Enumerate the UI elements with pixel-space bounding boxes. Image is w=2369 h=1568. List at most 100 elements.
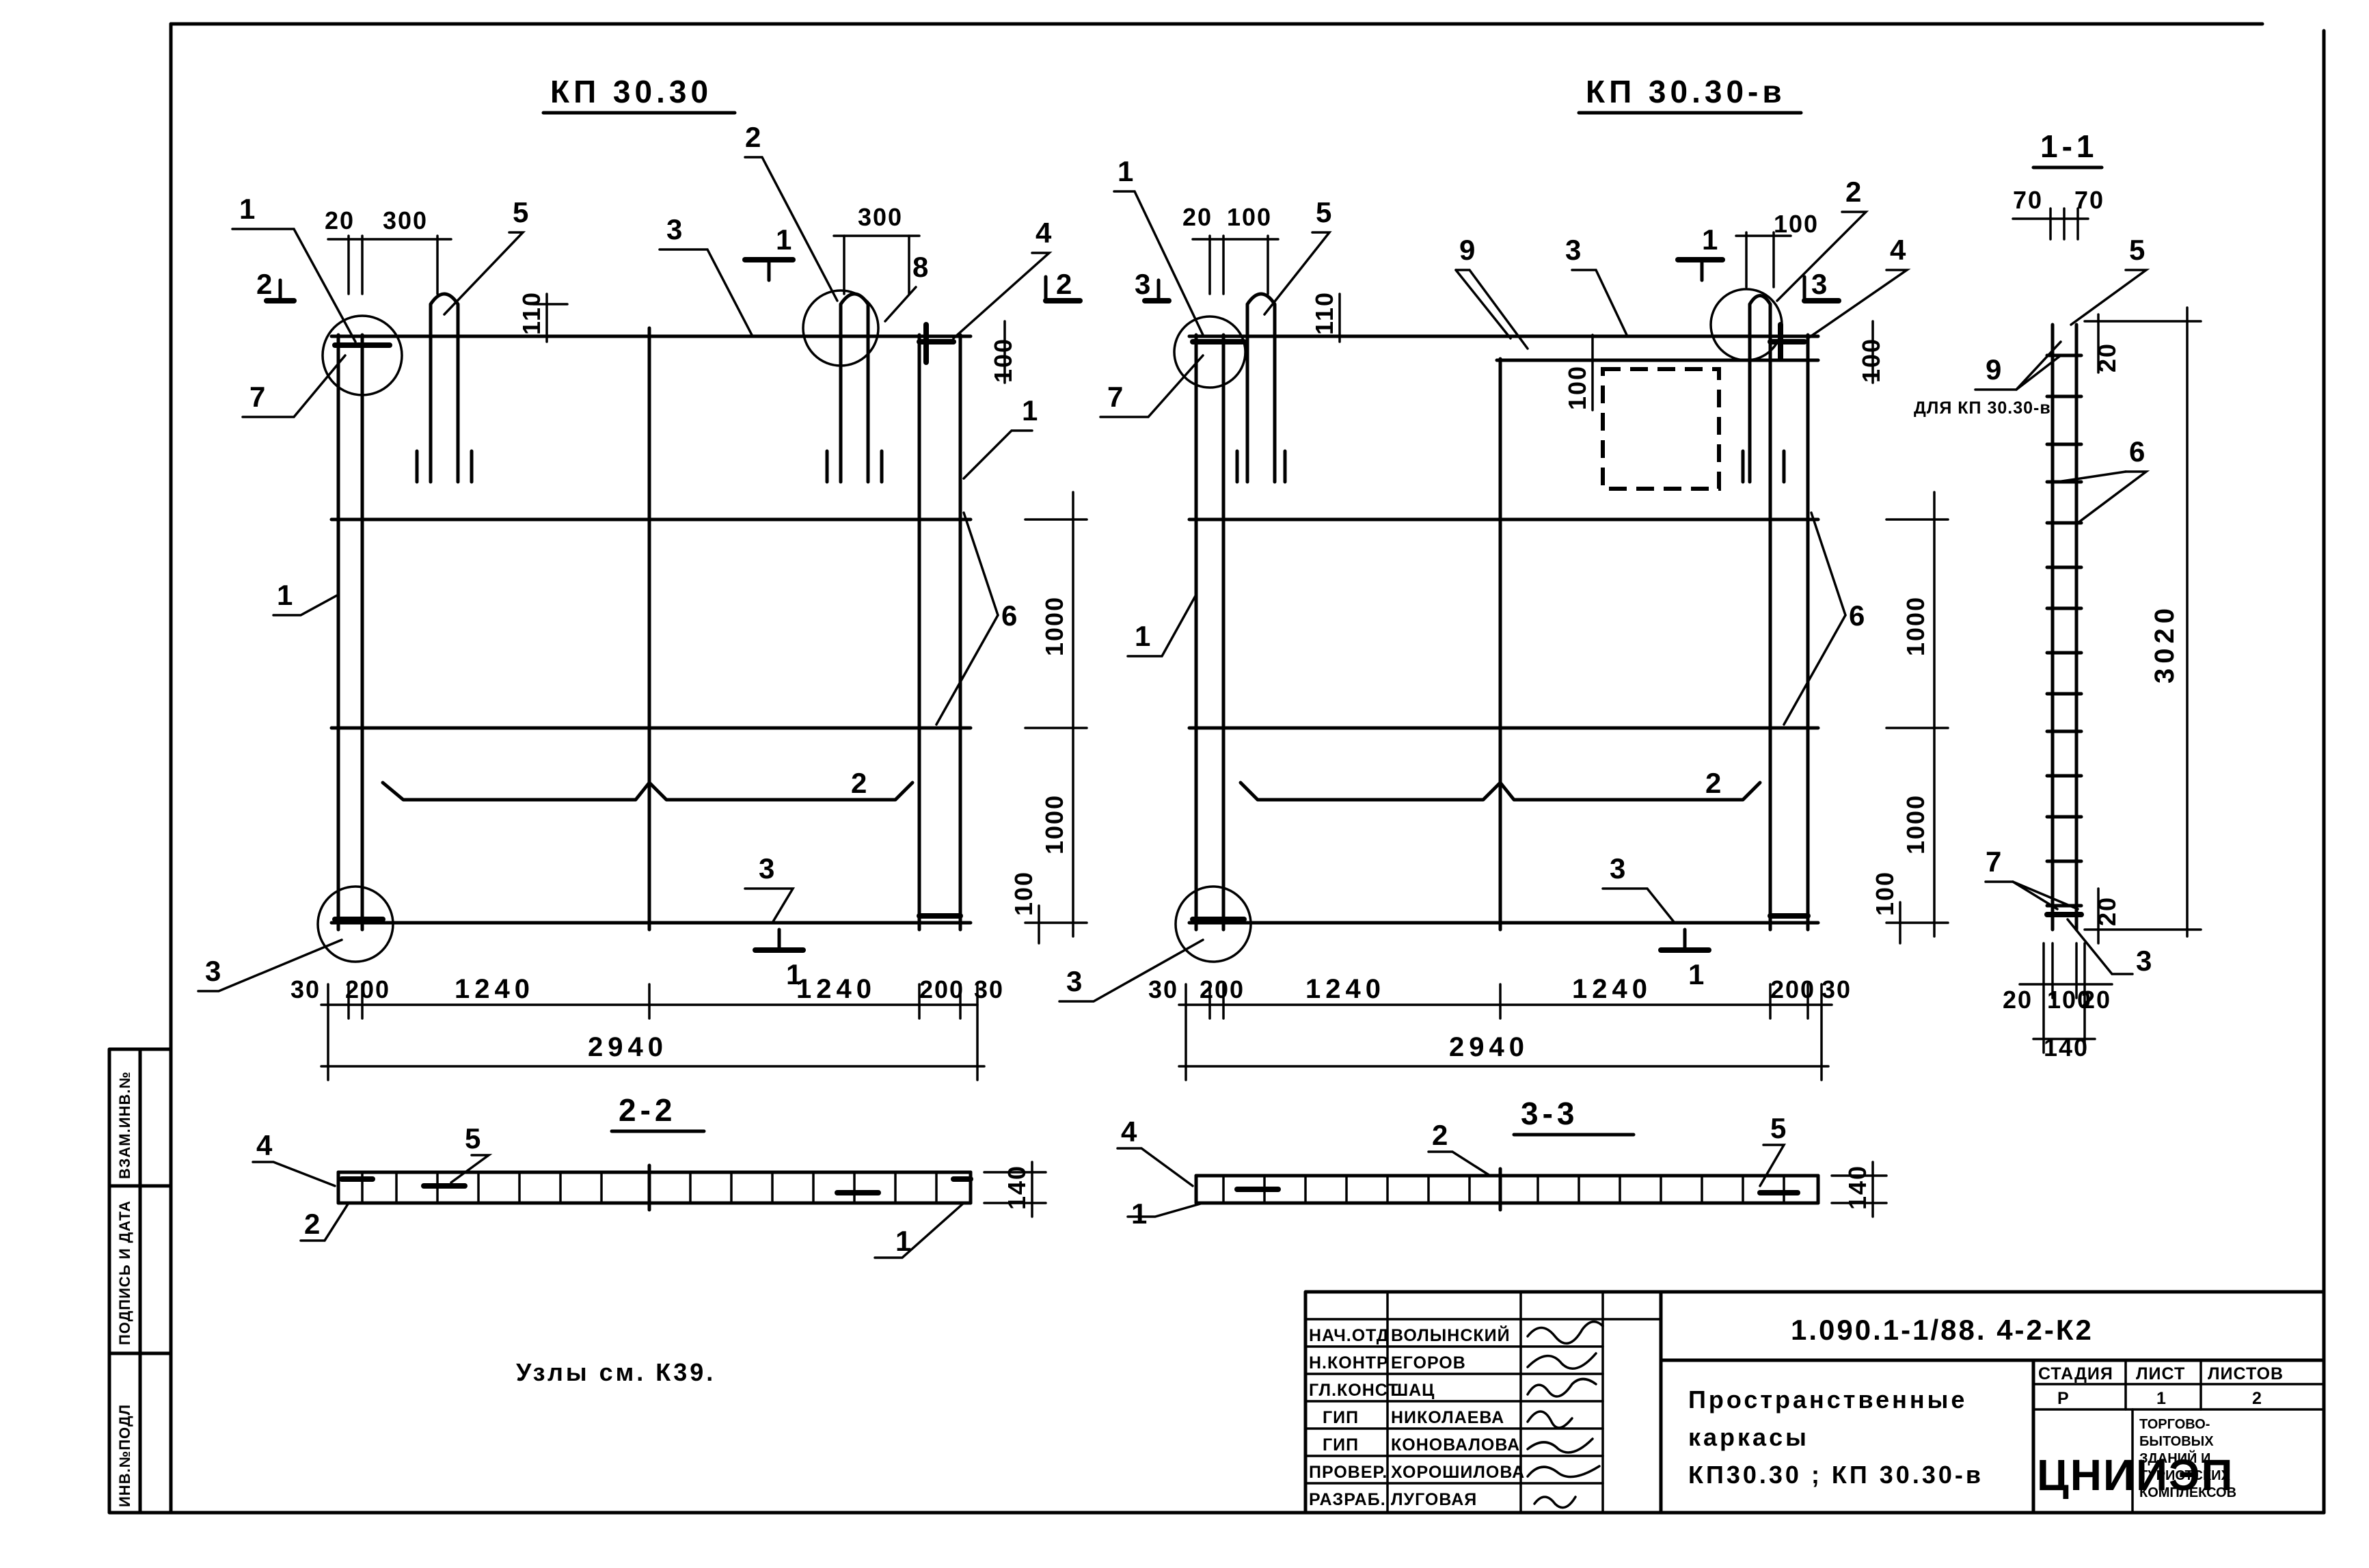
role-3: ГЛ.КОНСТ: [1309, 1381, 1399, 1400]
name-6: ХОРОШИЛОВА: [1391, 1463, 1525, 1482]
org-sub-2: БЫТОВЫХ: [2139, 1434, 2214, 1449]
role-1: НАЧ.ОТД: [1309, 1326, 1390, 1345]
note-nodes: Узлы см. К39.: [516, 1358, 716, 1386]
org-sub-4: ТУРИСТСКИХ: [2139, 1468, 2231, 1483]
secmark-1-top-v: 1: [1702, 224, 1718, 256]
call-2b: 2: [851, 767, 867, 799]
dim-100-d: 100: [1774, 210, 1819, 238]
dim-100-h: 100: [2047, 986, 2092, 1014]
note-9: ДЛЯ КП 30.30-в: [1914, 398, 2051, 418]
dim-1240-d: 1240: [1572, 974, 1652, 1004]
dim-70-b: 70: [2074, 186, 2104, 214]
section-1-1: 1-1 70 70 20 302: [1914, 129, 2202, 1062]
doc-code: 1.090.1-1/88. 4-2-К2: [1791, 1314, 2094, 1346]
call-3g: 3: [2136, 945, 2152, 977]
dim-3020: 3020: [2150, 604, 2180, 684]
section-2-2: 2-2 4 2 5: [252, 1092, 1047, 1259]
call-5e: 5: [1770, 1112, 1786, 1144]
call-1c: 1: [277, 579, 293, 611]
role-4: ГИП: [1323, 1408, 1359, 1427]
role-7: РАЗРАБ.: [1309, 1490, 1386, 1509]
org-sub-5: КОМПЛЕКСОВ: [2139, 1485, 2236, 1500]
dim-30-c: 30: [1148, 975, 1178, 1003]
call-5c: 5: [2129, 234, 2145, 266]
dim-110-b: 110: [1310, 291, 1338, 335]
title-section-1-1: 1-1: [2040, 129, 2098, 164]
secmark-1-bottom-v: 1: [1688, 958, 1704, 990]
dim-30-d: 30: [1822, 975, 1852, 1003]
dim-200-b: 200: [919, 975, 964, 1003]
org-sub-1: ТОРГОВО-: [2139, 1417, 2210, 1432]
call-9a: 9: [1459, 234, 1475, 266]
dim-200-d: 200: [1770, 975, 1815, 1003]
dim-1240-b: 1240: [796, 974, 876, 1004]
call-1g: 1: [1131, 1198, 1147, 1230]
call-6b: 6: [1849, 599, 1865, 632]
call-5b: 5: [1316, 196, 1331, 228]
dim-20-c: 20: [2093, 342, 2121, 373]
call-4c: 4: [256, 1129, 273, 1161]
call-1a: 1: [239, 193, 255, 225]
name-1: ВОЛЫНСКИЙ: [1391, 1325, 1511, 1345]
sheet-label: ЛИСТ: [2136, 1364, 2185, 1383]
dim-2940-a: 2940: [588, 1032, 668, 1062]
dim-1000-c: 1000: [1901, 596, 1930, 656]
call-1e: 1: [1135, 620, 1150, 652]
dim-140-b: 140: [1003, 1165, 1031, 1210]
call-6c: 6: [2129, 435, 2145, 468]
call-3c: 3: [205, 955, 221, 987]
stamp-inv-podl: ИНВ.№ПОДЛ: [116, 1404, 133, 1507]
role-5: ГИП: [1323, 1435, 1359, 1455]
dim-30-a: 30: [290, 975, 321, 1003]
view-kp3030v: КП 30.30-в 1 1 3: [1058, 74, 1949, 1081]
section-3-3-rungs: [1222, 1167, 1785, 1212]
call-4a: 4: [1035, 217, 1052, 249]
dim-110-a: 110: [517, 291, 545, 335]
name-5: КОНОВАЛОВА: [1391, 1435, 1520, 1455]
call-1b: 1: [1022, 394, 1038, 427]
secmark-2: 2: [256, 268, 272, 300]
sheet-value: 1: [2156, 1389, 2167, 1408]
dim-30-b: 30: [974, 975, 1004, 1003]
dim-100-a: 100: [989, 338, 1017, 383]
title-kp3030v: КП 30.30-в: [1586, 74, 1786, 109]
call-1d: 1: [1118, 155, 1133, 187]
title-section-2-2: 2-2: [619, 1092, 676, 1128]
name-7: ЛУГОВАЯ: [1391, 1490, 1477, 1509]
dim-200-a: 200: [345, 975, 390, 1003]
dim-1000-d: 1000: [1901, 794, 1930, 854]
secmark-2-right: 2: [1056, 268, 1072, 300]
sheet-frame: [169, 22, 2326, 1515]
dim-200-c: 200: [1200, 975, 1245, 1003]
stage-label: СТАДИЯ: [2038, 1364, 2113, 1383]
call-4d: 4: [1121, 1116, 1137, 1148]
call-3f: 3: [1066, 965, 1082, 997]
dim-20-a: 20: [325, 206, 355, 234]
dim-100-c: 100: [1227, 203, 1272, 231]
dim-300-a: 300: [383, 206, 428, 234]
dim-1240-a: 1240: [455, 974, 534, 1004]
role-6: ПРОВЕР.: [1309, 1463, 1387, 1482]
org-logo: ЦНИИЭП: [2037, 1450, 2234, 1500]
secmark-3-right: 3: [1811, 268, 1827, 300]
secmark-1-bottom: 1: [786, 958, 802, 990]
call-2d: 2: [1705, 767, 1721, 799]
dim-100-f: 100: [1857, 338, 1885, 383]
call-2f: 2: [1432, 1119, 1448, 1151]
name-3: ШАЦ: [1391, 1381, 1435, 1400]
dim-1240-c: 1240: [1305, 974, 1385, 1004]
dim-70-a: 70: [2013, 186, 2043, 214]
call-3d: 3: [1565, 234, 1581, 266]
call-7c: 7: [1986, 846, 2001, 878]
call-3a: 3: [666, 213, 682, 245]
name-2: ЕГОРОВ: [1391, 1353, 1466, 1373]
dim-20-f: 20: [2081, 986, 2111, 1014]
section-2-2-rungs: [361, 1163, 938, 1212]
doc-name-3: КП30.30 ; КП 30.30-в: [1688, 1461, 1984, 1489]
dim-1000-a: 1000: [1040, 596, 1068, 656]
title-block: НАЧ.ОТД ВОЛЫНСКИЙ Н.КОНТР ЕГОРОВ ГЛ.КОНС…: [1303, 1290, 2326, 1515]
call-5a: 5: [513, 196, 528, 228]
title-kp3030: КП 30.30: [550, 74, 712, 109]
title-section-3-3: 3-3: [1521, 1096, 1578, 1131]
stamp-vzam: ВЗАМ.ИНВ.№: [116, 1071, 133, 1179]
